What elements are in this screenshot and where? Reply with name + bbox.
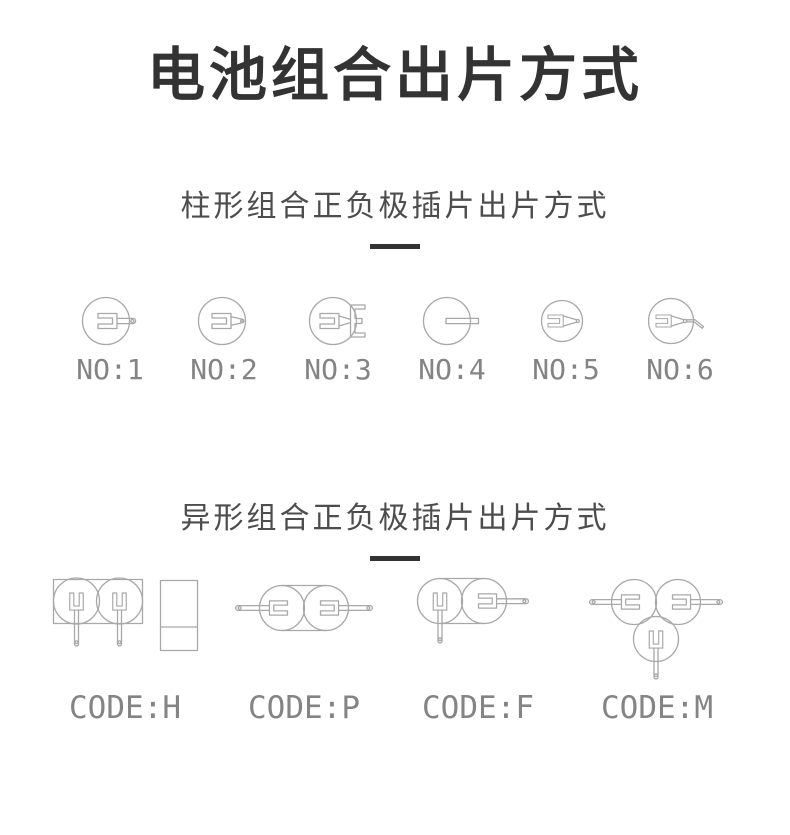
figure-no1-label: NO:1: [76, 352, 144, 386]
figure-no5-label: NO:5: [532, 352, 600, 386]
battery-diagram-code-h-icon: [52, 577, 199, 651]
section-shaped: 异形组合正负极插片出片方式: [0, 502, 790, 726]
figure-code-p: CODE:P: [225, 575, 383, 726]
section-divider: [370, 243, 420, 249]
figure-code-m-label: CODE:M: [601, 689, 713, 726]
battery-diagram-no6-icon: [648, 297, 705, 344]
figure-code-f: CODE:F: [407, 575, 549, 726]
figure-no6: NO:6: [623, 293, 737, 386]
figure-code-p-label: CODE:P: [248, 689, 360, 726]
figure-no3-label: NO:3: [304, 352, 372, 386]
figure-no3: NO:3: [281, 293, 395, 386]
figure-code-f-label: CODE:F: [422, 689, 534, 726]
figure-code-h-label: CODE:H: [69, 689, 181, 726]
battery-diagram-code-m-icon: [588, 578, 724, 680]
figure-no4-label: NO:4: [418, 352, 486, 386]
page-title: 电池组合出片方式: [146, 43, 643, 108]
section-cylindrical: 柱形组合正负极插片出片方式 NO:1: [0, 190, 790, 386]
section-divider: [370, 555, 420, 561]
battery-diagram-no3-icon: [308, 296, 366, 345]
battery-diagram-code-f-icon: [416, 577, 530, 644]
battery-diagram-no2-icon: [197, 296, 247, 345]
cylindrical-figure-row: NO:1 NO:2: [0, 293, 790, 386]
battery-diagram-no4-icon: [422, 296, 480, 345]
figure-no4: NO:4: [395, 293, 509, 386]
battery-diagram-no1-icon: [81, 296, 137, 345]
figure-no1: NO:1: [53, 293, 167, 386]
figure-no5: NO:5: [509, 293, 623, 386]
figure-code-m: CODE:M: [573, 575, 741, 726]
battery-diagram-code-p-icon: [234, 584, 374, 631]
figure-no2-label: NO:2: [190, 352, 258, 386]
section-shaped-heading: 异形组合正负极插片出片方式: [180, 501, 610, 535]
figure-no6-label: NO:6: [646, 352, 714, 386]
shaped-figure-row: CODE:H: [0, 575, 790, 726]
section-cylindrical-heading: 柱形组合正负极插片出片方式: [180, 189, 610, 223]
figure-no2: NO:2: [167, 293, 281, 386]
battery-diagram-no5-icon: [540, 299, 584, 342]
figure-code-h: CODE:H: [49, 575, 201, 726]
